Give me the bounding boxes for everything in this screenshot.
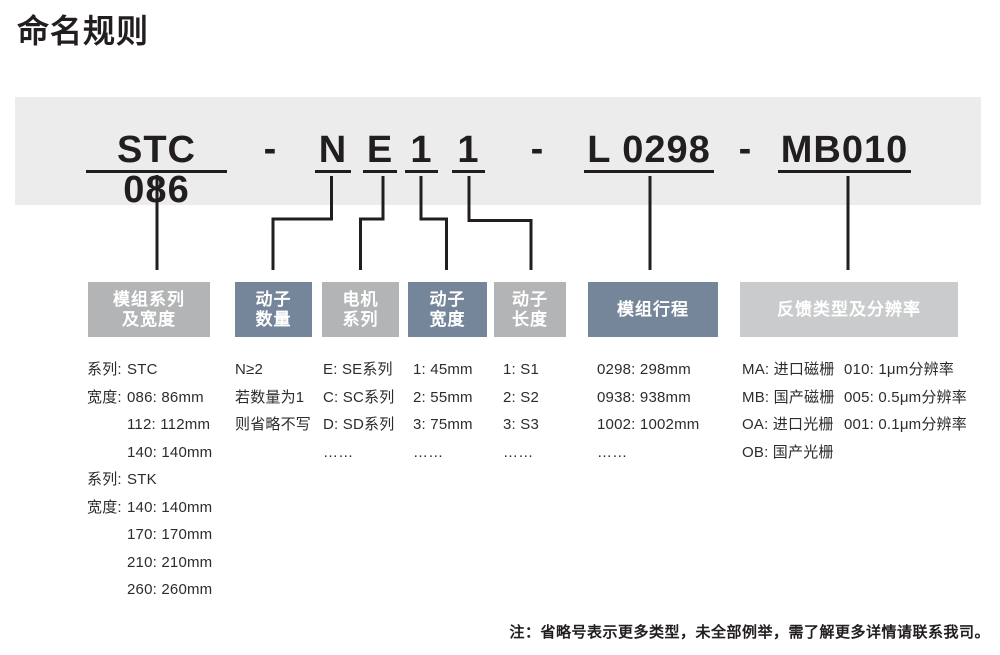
list-item: 140: 140mm	[87, 439, 212, 467]
list-item-value: 140: 140mm	[127, 498, 213, 516]
list-item-value: STK	[127, 471, 157, 488]
code-dash-2: -	[530, 128, 544, 170]
list-feedback: MA: 进口磁栅 010: 1μm分辨率 MB: 国产磁栅 005: 0.5μm分辨…	[742, 356, 967, 466]
list-item-value: STC	[127, 361, 158, 378]
label-box-motor-series: 电机 系列	[322, 282, 399, 337]
connector-motor-series	[359, 176, 385, 270]
list-series-width: 系列: STC 宽度: 086: 86mm 112: 112mm 140: 140m…	[87, 356, 212, 604]
box-label-line: 模组系列	[113, 289, 185, 309]
box-label-line: 模组行程	[617, 299, 689, 319]
list-item: 系列: STC	[87, 356, 212, 384]
list-mover-width: 1: 45mm 2: 55mm 3: 75mm ……	[413, 356, 473, 466]
connector-mover-length	[467, 176, 533, 270]
list-item: 1: 45mm	[413, 361, 473, 378]
box-label-line: 反馈类型及分辨率	[777, 299, 921, 319]
list-item-value: 260: 260mm	[127, 581, 213, 598]
label-box-mover-length: 动子 长度	[494, 282, 566, 337]
label-box-mover-count: 动子 数量	[235, 282, 312, 337]
list-item: 170: 170mm	[87, 521, 212, 549]
list-item: OB: 国产光栅	[742, 439, 967, 467]
list-item: ……	[323, 443, 354, 461]
page-title: 命名规则	[17, 13, 150, 49]
code-segment-feedback: MB010	[778, 130, 911, 173]
list-item: 1: S1	[503, 361, 540, 378]
footnote: 注：省略号表示更多类型，未全部例举，需了解更多详情请联系我司。	[509, 624, 990, 641]
label-box-feedback: 反馈类型及分辨率	[740, 282, 958, 337]
list-motor-series: E: SE系列 C: SC系列 D: SD系列 ……	[323, 356, 394, 466]
label-box-series-width: 模组系列 及宽度	[88, 282, 210, 337]
list-item: MA: 进口磁栅 010: 1μm分辨率	[742, 356, 967, 384]
label-box-mover-width: 动子 宽度	[408, 282, 487, 337]
box-label-line: 动子	[429, 289, 466, 309]
list-item-label: 系列:	[87, 361, 122, 378]
list-item: N≥2	[235, 361, 264, 378]
box-label-line: 动子	[255, 289, 292, 309]
list-item: OA: 进口光栅 001: 0.1μm分辨率	[742, 411, 967, 439]
list-item: 1002: 1002mm	[597, 416, 700, 433]
list-item-label: 宽度:	[87, 498, 122, 516]
code-segment-mover-length: 1	[452, 130, 485, 173]
list-item-value: 140: 140mm	[127, 443, 213, 461]
list-item: MB: 国产磁栅 005: 0.5μm分辨率	[742, 384, 967, 412]
box-label-line: 数量	[255, 309, 292, 329]
list-item: ……	[597, 443, 628, 461]
code-segment-motor-series: E	[363, 130, 397, 173]
code-dash-1: -	[263, 128, 277, 170]
list-item: D: SD系列	[323, 416, 395, 433]
box-label-line: 宽度	[429, 309, 466, 329]
list-item-value: 210: 210mm	[127, 553, 213, 571]
list-item: E: SE系列	[323, 361, 393, 378]
list-item: 2: S2	[503, 388, 540, 406]
list-item: 3: S3	[503, 416, 540, 433]
box-label-line: 动子	[512, 289, 548, 309]
list-item-value: 086: 86mm	[127, 388, 204, 406]
list-item: 宽度: 086: 86mm	[87, 384, 212, 412]
box-label-line: 及宽度	[122, 309, 176, 329]
list-item: 210: 210mm	[87, 549, 212, 577]
list-item-value: 170: 170mm	[127, 526, 213, 543]
list-item: C: SC系列	[323, 388, 395, 406]
list-item: ……	[503, 443, 534, 461]
feedback-type: MA: 进口磁栅	[742, 361, 835, 378]
box-label-line: 长度	[512, 309, 548, 329]
list-item: 260: 260mm	[87, 576, 212, 604]
feedback-type: OB: 国产光栅	[742, 443, 834, 461]
list-item: 112: 112mm	[87, 411, 212, 439]
list-item: 3: 75mm	[413, 416, 473, 433]
list-item: 2: 55mm	[413, 388, 473, 406]
label-box-stroke: 模组行程	[588, 282, 718, 337]
list-item: 则省略不写	[235, 416, 312, 433]
feedback-type: OA: 进口光栅	[742, 416, 834, 433]
list-mover-count: N≥2 若数量为1 则省略不写	[235, 356, 311, 439]
list-item-value: 112: 112mm	[127, 416, 211, 433]
connector-mover-width	[419, 176, 448, 270]
list-item: 系列: STK	[87, 466, 212, 494]
list-item: ……	[413, 443, 444, 461]
connector-mover-count	[271, 176, 333, 270]
code-dash-3: -	[738, 128, 752, 170]
list-item-label: 系列:	[87, 471, 122, 488]
box-label-line: 系列	[342, 309, 379, 329]
feedback-resolution: 005: 0.5μm分辨率	[844, 388, 967, 406]
list-mover-length: 1: S1 2: S2 3: S3 ……	[503, 356, 539, 466]
code-panel-background	[15, 97, 981, 205]
list-stroke: 0298: 298mm 0938: 938mm 1002: 1002mm ……	[597, 356, 699, 466]
box-label-line: 电机	[342, 289, 379, 309]
list-item-label: 宽度:	[87, 388, 122, 406]
list-item: 0298: 298mm	[597, 361, 691, 378]
list-item: 0938: 938mm	[597, 388, 691, 406]
feedback-type: MB: 国产磁栅	[742, 388, 835, 406]
code-segment-mover-width: 1	[405, 130, 438, 173]
feedback-resolution: 001: 0.1μm分辨率	[844, 416, 967, 433]
list-item: 若数量为1	[235, 388, 305, 406]
list-item: 宽度: 140: 140mm	[87, 494, 212, 522]
code-segment-mover-count: N	[315, 130, 351, 173]
feedback-resolution: 010: 1μm分辨率	[844, 361, 955, 378]
code-segment-stroke: L 0298	[584, 130, 714, 173]
